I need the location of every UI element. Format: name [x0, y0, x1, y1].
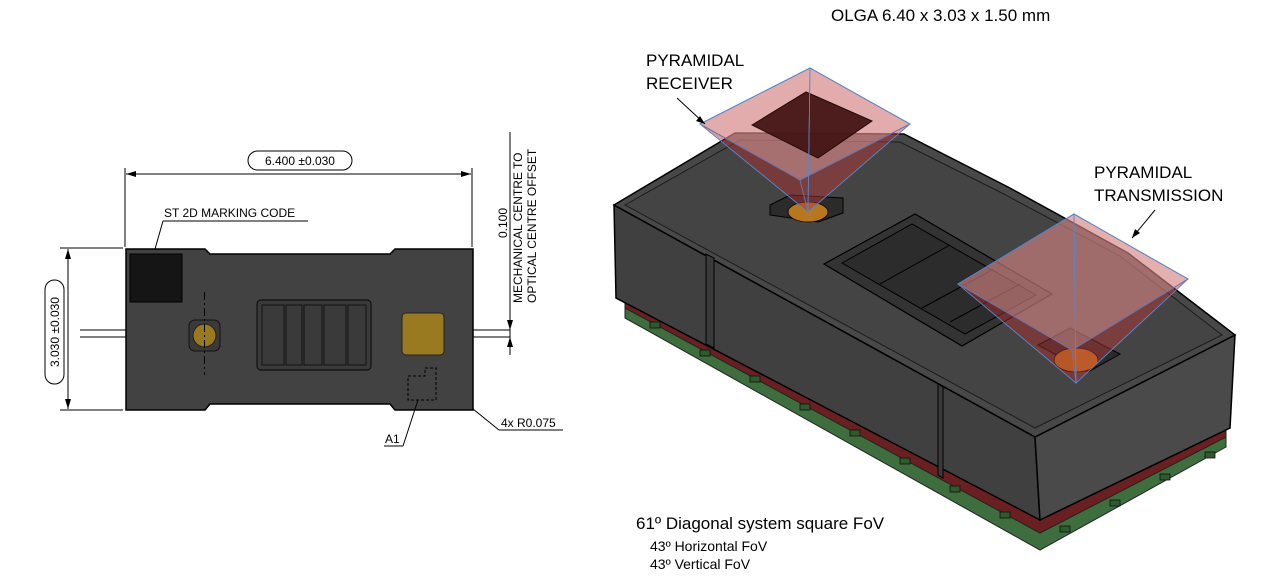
marking-code-square	[129, 253, 183, 303]
offset-arrow-bottom	[507, 337, 513, 347]
fov-vertical: 43º Vertical FoV	[650, 556, 751, 572]
transmission-label-line2: TRANSMISSION	[1094, 186, 1223, 205]
solder-pad	[999, 511, 1011, 519]
height-arrow-bottom	[65, 399, 71, 409]
transmission-label-line1: PYRAMIDAL	[1094, 163, 1192, 182]
cavity-slot-2	[285, 304, 303, 366]
width-arrow-left	[126, 171, 136, 177]
solder-pad	[649, 321, 661, 329]
transmission-callout-arrow	[1132, 229, 1140, 238]
receiver-label-line2: RECEIVER	[646, 74, 733, 93]
height-arrow-top	[65, 249, 71, 259]
solder-pad	[1109, 499, 1121, 507]
offset-arrow-top	[507, 320, 513, 330]
receiver-sensor-window	[750, 91, 874, 159]
pin-a1-marker	[407, 367, 437, 401]
cavity-divider-1	[879, 244, 951, 285]
width-dim-text: 6.400 ±0.030	[265, 154, 335, 168]
cavity-slot-5	[347, 304, 367, 366]
cavity-slot-1	[261, 304, 285, 366]
pin-a1-label: A1	[385, 432, 400, 446]
offset-value: 0.100	[496, 208, 510, 238]
front-step-left	[705, 253, 715, 349]
transmitter-lens	[401, 312, 445, 356]
fov-headline: 61º Diagonal system square FoV	[636, 514, 885, 533]
cavity-slot-3	[303, 304, 323, 366]
receiver-callout-arrow	[696, 116, 705, 124]
solder-pad	[849, 429, 861, 437]
radius-label: 4x R0.075	[501, 416, 556, 430]
marking-label: ST 2D MARKING CODE	[164, 206, 295, 220]
solder-pad	[1204, 451, 1216, 459]
solder-pad	[749, 375, 761, 383]
height-dim-text: 3.030 ±0.030	[48, 297, 62, 367]
cavity-slot-4	[323, 304, 347, 366]
front-step-right	[937, 383, 944, 479]
solder-pad	[899, 457, 911, 465]
width-dim-box	[247, 150, 353, 171]
pcb-green-layer	[624, 307, 1227, 551]
width-arrow-right	[461, 171, 471, 177]
receiver-label-line1: PYRAMIDAL	[646, 51, 744, 70]
solder-pads	[649, 321, 1216, 533]
marking-leader	[154, 220, 164, 250]
a1-leader	[402, 399, 419, 447]
solder-pad	[699, 349, 711, 357]
solder-pad	[1159, 473, 1171, 481]
transmission-fov-face-4	[1073, 213, 1189, 384]
height-dim-box	[44, 279, 65, 385]
receiver-fov-face-4	[807, 67, 911, 213]
radius-leader	[472, 408, 500, 431]
solder-pad	[949, 485, 961, 493]
package-title: OLGA 6.40 x 3.03 x 1.50 mm	[831, 6, 1051, 25]
offset-label-line1: MECHANICAL CENTRE TO	[511, 153, 525, 303]
solder-pad	[1059, 525, 1071, 533]
fov-horizontal: 43º Horizontal FoV	[650, 538, 768, 554]
offset-label-line2: OPTICAL CENTRE OFFSET	[525, 148, 539, 303]
solder-pad	[799, 403, 811, 411]
